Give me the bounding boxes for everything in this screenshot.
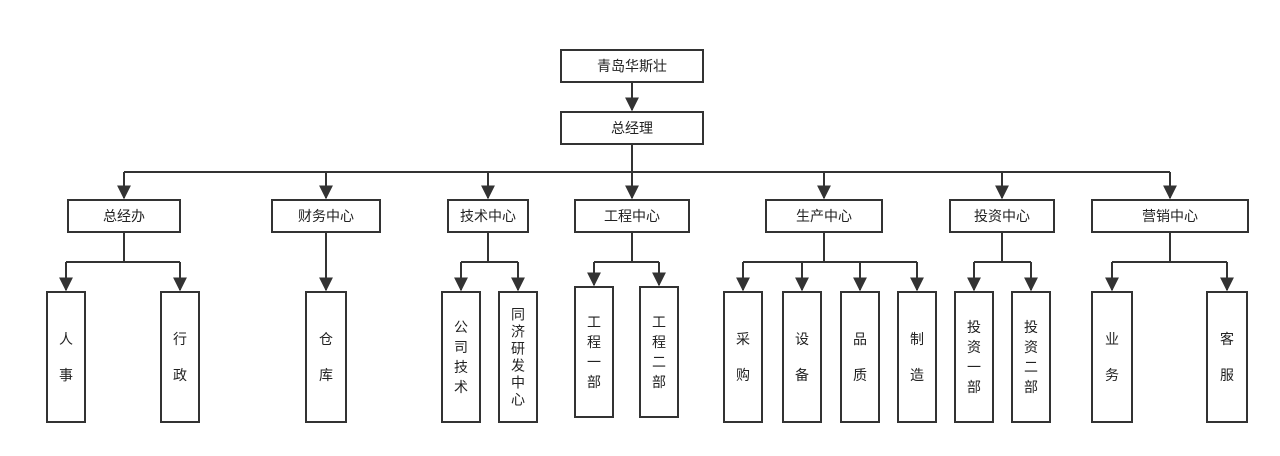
department-node: 财务中心 <box>271 199 381 233</box>
sub-unit-node: 公司技术 <box>441 291 481 423</box>
sub-unit-label: 投资一部 <box>967 320 981 396</box>
department-node: 技术中心 <box>447 199 529 233</box>
sub-unit-node: 工程一部 <box>574 286 614 418</box>
sub-unit-node: 仓库 <box>305 291 347 423</box>
sub-unit-node: 行政 <box>160 291 200 423</box>
sub-unit-label: 投资二部 <box>1024 320 1038 396</box>
sub-unit-node: 同济研发中心 <box>498 291 538 423</box>
department-node: 工程中心 <box>574 199 690 233</box>
sub-unit-node: 设备 <box>782 291 822 423</box>
department-label: 财务中心 <box>298 209 354 225</box>
sub-unit-label: 品质 <box>853 332 867 384</box>
department-node: 投资中心 <box>949 199 1055 233</box>
sub-unit-node: 品质 <box>840 291 880 423</box>
department-node: 生产中心 <box>765 199 883 233</box>
department-node: 总经办 <box>67 199 181 233</box>
sub-unit-label: 工程一部 <box>587 315 601 391</box>
sub-unit-label: 同济研发中心 <box>511 308 525 409</box>
department-label: 技术中心 <box>460 209 516 225</box>
sub-unit-node: 工程二部 <box>639 286 679 418</box>
sub-unit-node: 投资二部 <box>1011 291 1051 423</box>
sub-unit-node: 人事 <box>46 291 86 423</box>
sub-unit-label: 仓库 <box>319 332 333 384</box>
sub-unit-node: 客服 <box>1206 291 1248 423</box>
sub-unit-label: 行政 <box>173 332 187 384</box>
company-label: 青岛华斯壮 <box>597 59 667 75</box>
sub-unit-label: 制造 <box>910 332 924 384</box>
department-label: 工程中心 <box>604 209 660 225</box>
sub-unit-label: 采购 <box>736 332 750 384</box>
department-label: 营销中心 <box>1142 209 1198 225</box>
company-node: 青岛华斯壮 <box>560 49 704 83</box>
sub-unit-node: 投资一部 <box>954 291 994 423</box>
connector-lines <box>59 82 1234 292</box>
manager-label: 总经理 <box>611 121 653 137</box>
sub-unit-label: 工程二部 <box>652 315 666 391</box>
department-label: 总经办 <box>103 209 145 225</box>
sub-unit-label: 业务 <box>1105 332 1119 384</box>
sub-unit-label: 设备 <box>795 332 809 384</box>
department-label: 投资中心 <box>974 209 1030 225</box>
manager-node: 总经理 <box>560 111 704 145</box>
sub-unit-node: 业务 <box>1091 291 1133 423</box>
sub-unit-label: 人事 <box>59 332 73 384</box>
sub-unit-node: 制造 <box>897 291 937 423</box>
department-label: 生产中心 <box>796 209 852 225</box>
sub-unit-label: 公司技术 <box>454 320 468 396</box>
sub-unit-label: 客服 <box>1220 331 1234 384</box>
department-node: 营销中心 <box>1091 199 1249 233</box>
sub-unit-node: 采购 <box>723 291 763 423</box>
